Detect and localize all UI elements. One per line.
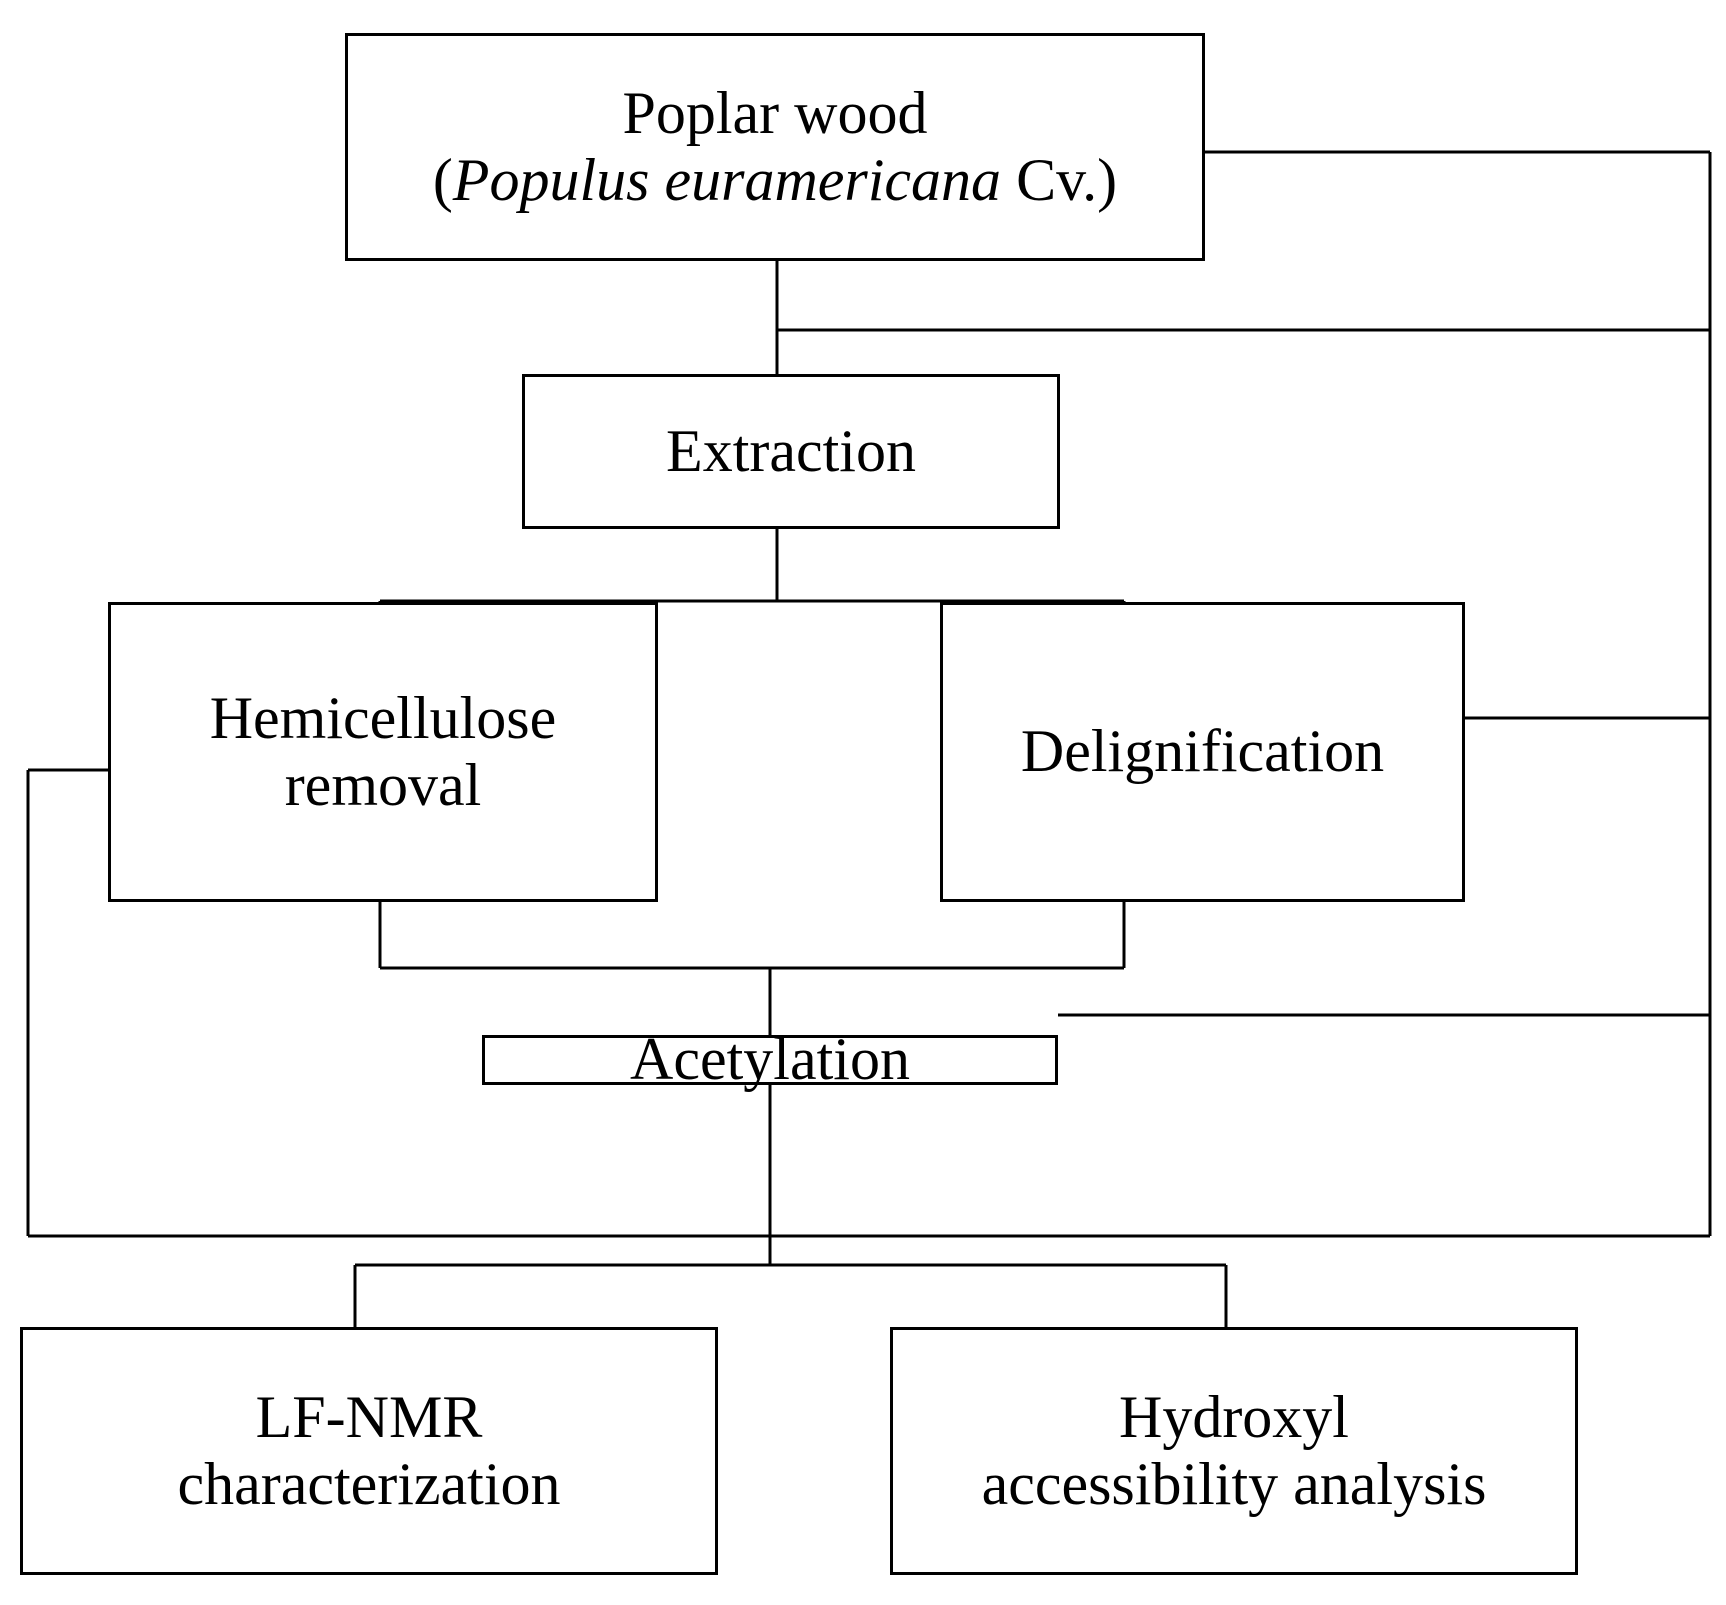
node-delignification-line1: Delignification: [1020, 718, 1385, 785]
node-hemicellulose-removal-line1: Hemicellulose: [209, 684, 557, 751]
node-lf-nmr-characterization-line1: LF-NMR: [255, 1383, 483, 1450]
node-hydroxyl-accessibility-analysis-line2: accessibility analysis: [981, 1451, 1487, 1517]
node-poplar-wood[interactable]: Poplar wood (Populus euramericana Cv.): [345, 33, 1205, 261]
node-hemicellulose-removal[interactable]: Hemicellulose removal: [108, 602, 658, 902]
node-lf-nmr-characterization[interactable]: LF-NMR characterization: [20, 1327, 718, 1575]
node-poplar-wood-line2: (Populus euramericana Cv.): [356, 147, 1194, 214]
node-hydroxyl-accessibility-analysis-line1: Hydroxyl: [1119, 1383, 1349, 1450]
node-extraction-text: Extraction: [525, 418, 1057, 485]
node-poplar-wood-line1: Poplar wood: [622, 79, 928, 146]
node-lf-nmr-characterization-text: LF-NMR characterization: [23, 1384, 715, 1518]
node-lf-nmr-characterization-line2: characterization: [177, 1451, 561, 1517]
node-delignification-text: Delignification: [943, 718, 1462, 785]
node-delignification[interactable]: Delignification: [940, 602, 1465, 902]
node-hydroxyl-accessibility-analysis-text: Hydroxyl accessibility analysis: [893, 1384, 1575, 1518]
node-poplar-wood-paren-open: (: [432, 147, 453, 213]
node-acetylation-line1: Acetylation: [630, 1026, 910, 1093]
node-acetylation[interactable]: Acetylation: [482, 1026, 1058, 1092]
node-hydroxyl-accessibility-analysis[interactable]: Hydroxyl accessibility analysis: [890, 1327, 1578, 1575]
node-poplar-wood-text: Poplar wood (Populus euramericana Cv.): [348, 80, 1202, 214]
node-acetylation-text: Acetylation: [485, 1026, 1055, 1093]
node-extraction-line1: Extraction: [666, 417, 916, 484]
node-poplar-wood-species: Populus euramericana: [452, 147, 1002, 213]
node-hemicellulose-removal-line2: removal: [284, 752, 482, 818]
node-extraction[interactable]: Extraction: [522, 374, 1060, 529]
node-hemicellulose-removal-text: Hemicellulose removal: [111, 685, 655, 819]
node-poplar-wood-cultivar: Cv.): [1001, 147, 1118, 213]
